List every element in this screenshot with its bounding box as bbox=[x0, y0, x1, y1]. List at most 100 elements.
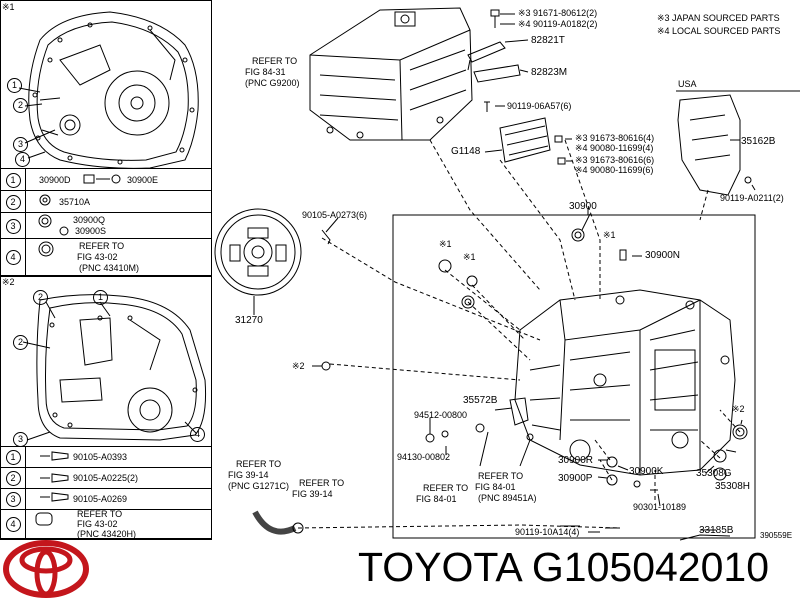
row-number: 3 bbox=[5, 218, 21, 234]
panel1-case-drawing bbox=[18, 11, 199, 169]
panel1-callout: 2 bbox=[13, 98, 28, 113]
ref-text: REFER TO bbox=[79, 241, 125, 251]
part-label: 30900K bbox=[629, 466, 664, 477]
part-label: ※4 90080-11699(4) bbox=[575, 143, 654, 153]
row-number: 2 bbox=[5, 194, 21, 210]
ref-label: (PNC 89451A) bbox=[478, 493, 537, 503]
assembly-box bbox=[392, 214, 756, 539]
part-number: 35710A bbox=[59, 197, 91, 207]
seal-small-parts bbox=[312, 228, 748, 541]
part-label: 90105-A0273(6) bbox=[302, 210, 368, 220]
part-label: 30900 bbox=[569, 201, 597, 212]
part-label: 35162B bbox=[741, 136, 776, 147]
cover-35162b bbox=[677, 94, 752, 196]
ref-text: FIG 43-02 bbox=[77, 519, 118, 529]
part-number: 30900S bbox=[75, 226, 107, 236]
part-label: ※3 91673-80616(4) bbox=[575, 133, 655, 143]
part-label: 30900N bbox=[645, 250, 681, 261]
usa-label: USA bbox=[678, 79, 697, 89]
panel1-legend-icons bbox=[38, 174, 121, 257]
part-label: 30900P bbox=[558, 473, 593, 484]
mark-label: ※2 bbox=[292, 361, 305, 371]
part-label: 94512-00800 bbox=[414, 410, 468, 420]
panel2-mark: ※2 bbox=[2, 277, 15, 287]
note-japan: ※3 JAPAN SOURCED PARTS bbox=[657, 13, 780, 23]
panel1-legend: 1 30900D 30900E 2 35710A 3 30900Q 30900S… bbox=[0, 168, 212, 276]
row-number: 1 bbox=[5, 450, 21, 465]
part-number: 90105-A0269 bbox=[73, 494, 128, 504]
leader-lines bbox=[297, 139, 741, 529]
part-label: ※4 90080-11699(6) bbox=[575, 165, 654, 175]
toyota-logo-icon bbox=[3, 540, 89, 598]
part-label: 31270 bbox=[235, 315, 263, 326]
part-label: ※3 91671-80612(2) bbox=[518, 8, 598, 18]
mark-label: ※1 bbox=[603, 230, 616, 240]
part-label: 90119-A0211(2) bbox=[720, 193, 784, 203]
brand-part-number: TOYOTA G105042010 bbox=[358, 544, 770, 590]
ref-text: FIG 43-02 bbox=[77, 252, 118, 262]
panel2-row: 3 90105-A0269 bbox=[1, 488, 211, 510]
part-label: 82821T bbox=[531, 35, 565, 46]
panel2-row: 4 REFER TO FIG 43-02 (PNC 43420H) bbox=[1, 509, 211, 539]
panel2-row: 1 90105-A0393 bbox=[1, 446, 211, 468]
row-number: 4 bbox=[5, 250, 21, 265]
panel2-callout: 1 bbox=[93, 290, 108, 305]
part-number: 30900D bbox=[39, 175, 71, 185]
panel1-mark: ※1 bbox=[2, 2, 15, 12]
part-label: 35308G bbox=[696, 468, 732, 479]
diagram-code: 390559E bbox=[760, 531, 793, 540]
panel2-callout: 2 bbox=[33, 290, 48, 305]
ref-label: REFER TO bbox=[299, 478, 345, 488]
bolt-90105-a0273 bbox=[321, 229, 331, 245]
mark-label: ※1 bbox=[463, 252, 476, 262]
panel2-callout: 3 bbox=[13, 432, 28, 447]
panel2-legend-icons bbox=[35, 451, 69, 526]
ref-text: REFER TO bbox=[77, 509, 123, 519]
ref-label: FIG 39-14 bbox=[228, 470, 269, 480]
ref-label: REFER TO bbox=[236, 459, 282, 469]
bolt-91671 bbox=[490, 9, 500, 28]
ref-label: FIG 84-01 bbox=[416, 494, 457, 504]
damper-31270 bbox=[214, 208, 302, 296]
panel1-row: 4 REFER TO FIG 43-02 (PNC 43410M) bbox=[1, 238, 211, 276]
part-label: 35308H bbox=[715, 481, 751, 492]
solid-leaders bbox=[253, 13, 756, 533]
bracket-82823m bbox=[473, 64, 521, 83]
ref-label: (PNC G9200) bbox=[245, 78, 300, 88]
part-number: 90105-A0225(2) bbox=[73, 473, 139, 483]
bolt-90119-06a57 bbox=[484, 101, 490, 112]
bracket-82821t bbox=[467, 41, 506, 71]
row-number: 2 bbox=[5, 471, 21, 486]
ref-label: FIG 39-14 bbox=[292, 489, 333, 499]
ref-label: REFER TO bbox=[252, 56, 298, 66]
panel1-callout: 4 bbox=[15, 152, 30, 167]
panel1-row: 2 35710A bbox=[1, 190, 211, 213]
part-label: 33185B bbox=[699, 525, 734, 536]
panel1-row: 1 30900D 30900E bbox=[1, 168, 211, 191]
panel2-case-drawing bbox=[22, 294, 206, 441]
panel2-callout: 2 bbox=[13, 335, 28, 350]
part-number: 90105-A0393 bbox=[73, 452, 128, 462]
panel2-row: 2 90105-A0225(2) bbox=[1, 467, 211, 489]
part-label: ※4 90119-A0182(2) bbox=[518, 19, 598, 29]
ref-label: FIG 84-31 bbox=[245, 67, 286, 77]
part-label: G1148 bbox=[451, 146, 481, 157]
ref-text: (PNC 43420H) bbox=[77, 529, 137, 539]
ref-label: REFER TO bbox=[478, 471, 524, 481]
inverter-assembly-drawing bbox=[309, 7, 473, 141]
bolts-91673 bbox=[554, 135, 566, 165]
panel1-callout: 1 bbox=[7, 78, 22, 93]
ref-label: REFER TO bbox=[423, 483, 469, 493]
part-label: 35572B bbox=[463, 395, 498, 406]
hose-drawing bbox=[252, 510, 304, 535]
row-number: 4 bbox=[5, 517, 21, 532]
part-label: 30900R bbox=[558, 455, 594, 466]
transaxle-drawing bbox=[514, 289, 736, 476]
ref-label: (PNC G1271C) bbox=[228, 481, 290, 491]
part-label: 90119-10A14(4) bbox=[515, 527, 580, 537]
part-label: 90301-10189 bbox=[633, 502, 687, 512]
part-number: 30900E bbox=[127, 175, 159, 185]
panel2-callout: 4 bbox=[190, 427, 205, 442]
mark-label: ※2 bbox=[732, 404, 745, 414]
